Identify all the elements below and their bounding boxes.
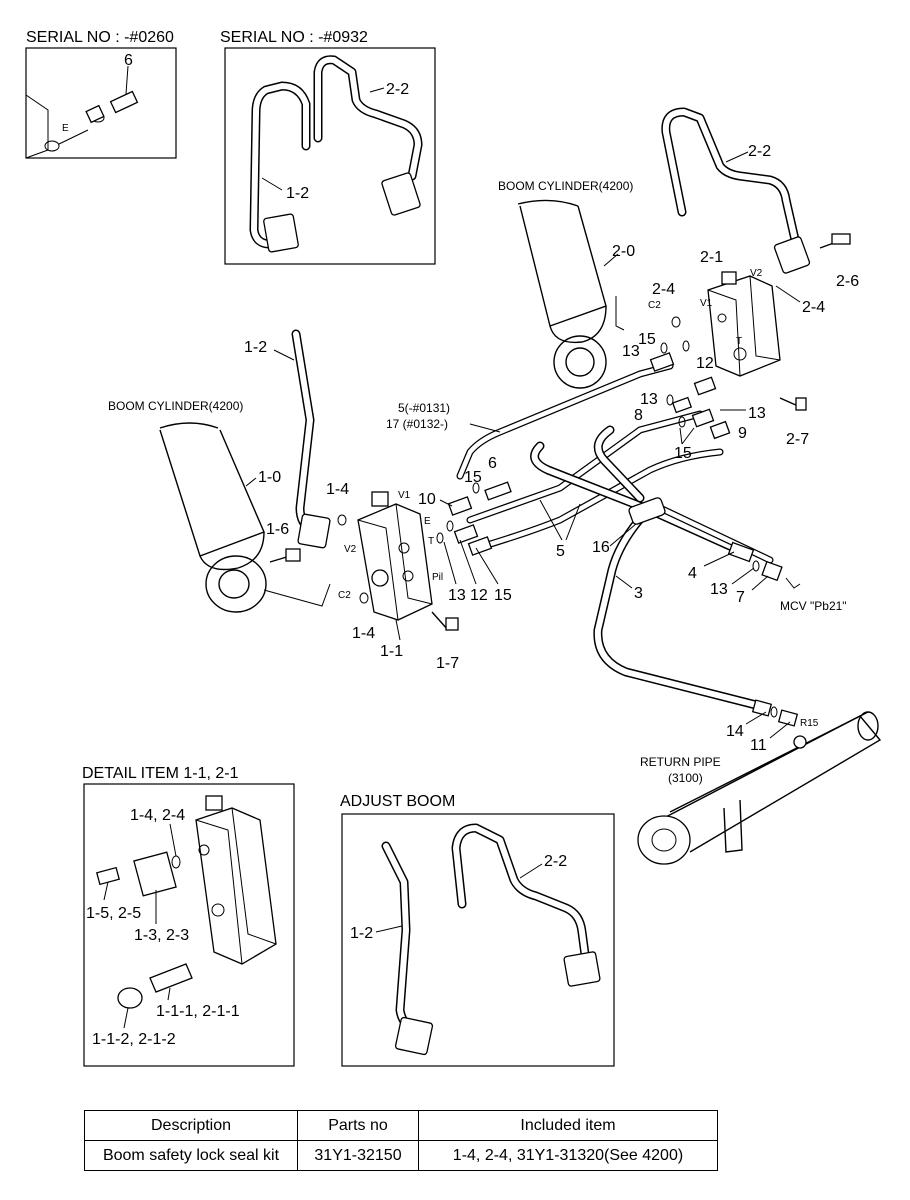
callout-15-c: 15 [464, 469, 482, 486]
cell-included-item: 1-4, 2-4, 31Y1-31320(See 4200) [418, 1140, 718, 1171]
callout-5: 5 [556, 543, 565, 560]
callout-1-1: 1-1 [380, 643, 403, 660]
callout-12-b: 12 [470, 587, 488, 604]
callout-9: 9 [738, 425, 747, 442]
port-c2-left: C2 [338, 590, 351, 601]
callout-16: 16 [592, 539, 610, 556]
boom-cylinder-left-label: BOOM CYLINDER(4200) [108, 399, 243, 413]
right-valve-block-2-1: V1 V2 C2 T 2-1 2-4 2-4 2-7 [615, 249, 825, 448]
serial-5a-label: 5(-#0131) [398, 401, 450, 415]
port-t-left: T [428, 536, 434, 547]
return-pipe: RETURN PIPE (3100) [637, 711, 882, 865]
callout-2-1: 2-1 [700, 249, 723, 266]
cell-parts-no: 31Y1-32150 [297, 1140, 419, 1171]
table-row: Boom safety lock seal kit 31Y1-32150 1-4… [84, 1140, 718, 1171]
port-v1-left: V1 [398, 490, 411, 501]
port-v2-left: V2 [344, 544, 357, 555]
port-e-left: E [424, 516, 431, 527]
adjust-heading: ADJUST BOOM [340, 793, 455, 810]
callout-e: E [62, 123, 69, 134]
callout-1-2-main: 1-2 [244, 339, 267, 356]
callout-15-d: 15 [494, 587, 512, 604]
cell-description: Boom safety lock seal kit [84, 1140, 298, 1171]
callout-4: 4 [688, 565, 697, 582]
callout-8: 8 [634, 407, 643, 424]
callout-1-0: 1-0 [258, 469, 281, 486]
parts-table: Description Parts no Included item Boom … [84, 1110, 718, 1171]
callout-1-7: 1-7 [436, 655, 459, 672]
callout-13-a: 13 [622, 343, 640, 360]
column-header-included-item: Included item [418, 1110, 718, 1141]
callout-12-a: 12 [696, 355, 714, 372]
callout-1-4-b: 1-4 [352, 625, 375, 642]
port-v1-right: V1 [700, 298, 713, 309]
callout-6: 6 [124, 52, 133, 69]
inset-heading-serial-0260: SERIAL NO : -#0260 [26, 29, 174, 46]
callout-13-d: 13 [448, 587, 466, 604]
port-pil-left: Pil [432, 572, 443, 583]
left-pipe-1-2: 1-2 1-6 [244, 329, 331, 563]
adjust-callout-1-2: 1-2 [350, 925, 373, 942]
port-c2-right: C2 [648, 300, 661, 311]
column-header-parts-no: Parts no [297, 1110, 419, 1141]
hose-assembly [436, 340, 799, 727]
callout-1-2-inset: 1-2 [286, 185, 309, 202]
callout-13-b: 13 [640, 391, 658, 408]
callout-10: 10 [418, 491, 436, 508]
detail-callout-1-5-2-5: 1-5, 2-5 [86, 905, 141, 922]
mcv-label: MCV "Pb21" [780, 599, 847, 613]
callout-7: 7 [736, 589, 745, 606]
callout-2-4-a: 2-4 [652, 281, 675, 298]
callout-15-b: 15 [674, 445, 692, 462]
port-t-right: T [736, 336, 742, 347]
callout-11: 11 [750, 737, 767, 754]
adjust-boom-inset: ADJUST BOOM 2-2 1-2 [340, 793, 615, 1067]
port-v2-right: V2 [750, 268, 763, 279]
callout-1-4-a: 1-4 [326, 481, 349, 498]
boom-cylinder-right-label: BOOM CYLINDER(4200) [498, 179, 633, 193]
right-boom-cylinder: BOOM CYLINDER(4200) 2-0 [498, 179, 635, 389]
left-valve-block-1-1: V1 V2 C2 E T Pil 1-4 1-4 1-1 1-7 [326, 481, 459, 672]
return-pipe-label: RETURN PIPE [640, 755, 721, 769]
callout-3: 3 [634, 585, 643, 602]
callout-15-a: 15 [638, 331, 656, 348]
table-header-row: Description Parts no Included item [84, 1110, 718, 1141]
callout-2-2-right: 2-2 [748, 143, 771, 160]
column-header-description: Description [84, 1110, 298, 1141]
inset-serial-0260: SERIAL NO : -#0260 6 E [25, 29, 177, 159]
callout-2-2-inset: 2-2 [386, 81, 409, 98]
left-boom-cylinder: BOOM CYLINDER(4200) 1-0 [108, 399, 331, 613]
detail-inset: DETAIL ITEM 1-1, 2-1 1-4, 2-4 1-5, 2-5 1… [82, 765, 295, 1067]
adjust-callout-2-2: 2-2 [544, 853, 567, 870]
serial-17-label: 17 (#0132-) [386, 417, 448, 431]
detail-callout-1-1-1-2-1-1: 1-1-1, 2-1-1 [156, 1003, 240, 1020]
callout-6-center: 6 [488, 455, 497, 472]
callout-1-6: 1-6 [266, 521, 289, 538]
callout-13-e: 13 [710, 581, 728, 598]
inset-heading-serial-0932: SERIAL NO : -#0932 [220, 29, 368, 46]
callout-2-7: 2-7 [786, 431, 809, 448]
callout-2-4-b: 2-4 [802, 299, 825, 316]
detail-heading: DETAIL ITEM 1-1, 2-1 [82, 765, 239, 782]
inset-serial-0932: SERIAL NO : -#0932 2-2 1-2 [220, 29, 436, 265]
callout-2-0: 2-0 [612, 243, 635, 260]
detail-callout-1-4-2-4: 1-4, 2-4 [130, 807, 185, 824]
callout-2-6: 2-6 [836, 273, 859, 290]
callout-14: 14 [726, 723, 744, 740]
right-pipe-2-2: 2-2 2-6 [661, 107, 859, 290]
return-pipe-number: (3100) [668, 771, 703, 785]
callout-13-c: 13 [748, 405, 766, 422]
port-r15: R15 [800, 718, 819, 729]
detail-callout-1-1-2-2-1-2: 1-1-2, 2-1-2 [92, 1031, 176, 1048]
center-callouts: 13 15 12 13 8 13 9 15 5(-#0131) 17 (#013… [386, 331, 847, 754]
detail-callout-1-3-2-3: 1-3, 2-3 [134, 927, 189, 944]
